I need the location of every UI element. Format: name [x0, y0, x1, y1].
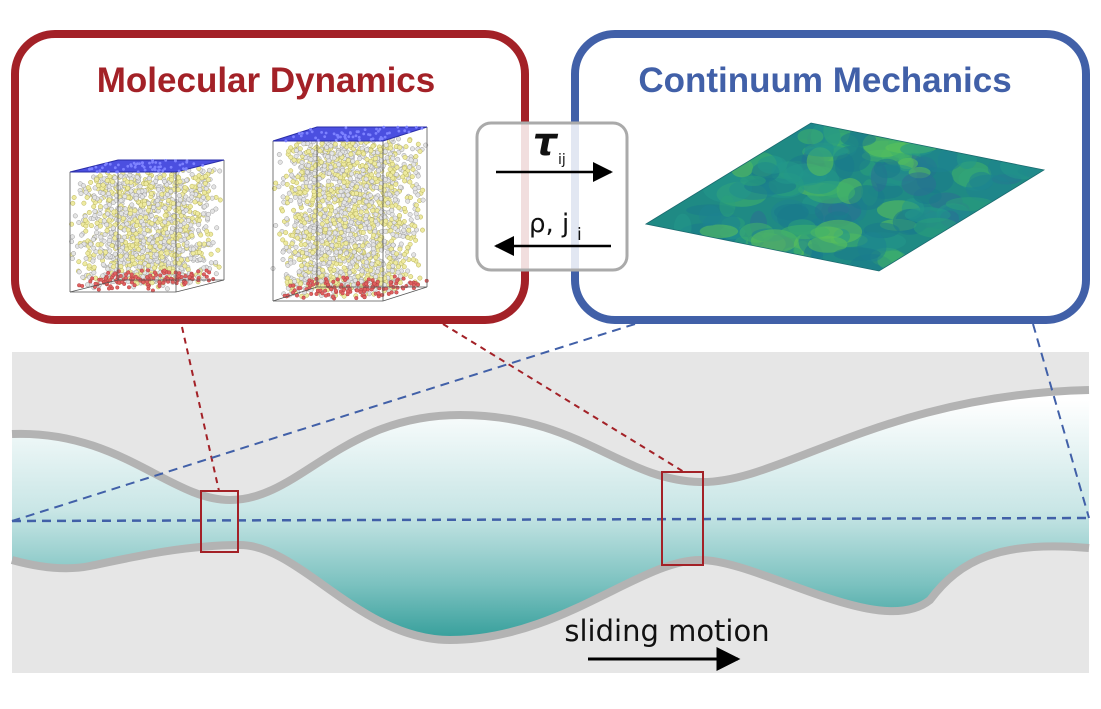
cm-projection-line-right [1032, 323, 1090, 519]
md-zoom-box-left [200, 490, 239, 553]
stress-tensor-subscript: ij [558, 152, 566, 168]
md-panel: Molecular Dynamics [11, 30, 529, 324]
density-flux-subscript: i [577, 225, 582, 245]
surface-field-icon [644, 122, 1046, 272]
coupling-frame [475, 121, 629, 272]
stress-tensor-symbol: τ [533, 120, 559, 164]
lower-wall [10, 540, 1090, 645]
molecular-box-icon [270, 125, 429, 302]
cm-panel-title: Continuum Mechanics [638, 61, 1011, 100]
density-flux-symbol: ρ, j [529, 209, 569, 239]
projection-lines [11, 323, 1090, 522]
md-projection-line-right [442, 323, 685, 473]
cm-projection-line-left [11, 323, 636, 522]
channel-region: sliding motion [10, 352, 1090, 673]
md-panel-title: Molecular Dynamics [97, 61, 435, 100]
sliding-motion-label: sliding motion [564, 614, 769, 648]
md-zoom-box-right [661, 471, 704, 566]
molecular-box-icon [69, 159, 225, 293]
coupling-box: τ ij ρ, j i [475, 120, 629, 272]
upper-wall [11, 386, 1090, 505]
cm-panel: Continuum Mechanics [571, 30, 1090, 324]
